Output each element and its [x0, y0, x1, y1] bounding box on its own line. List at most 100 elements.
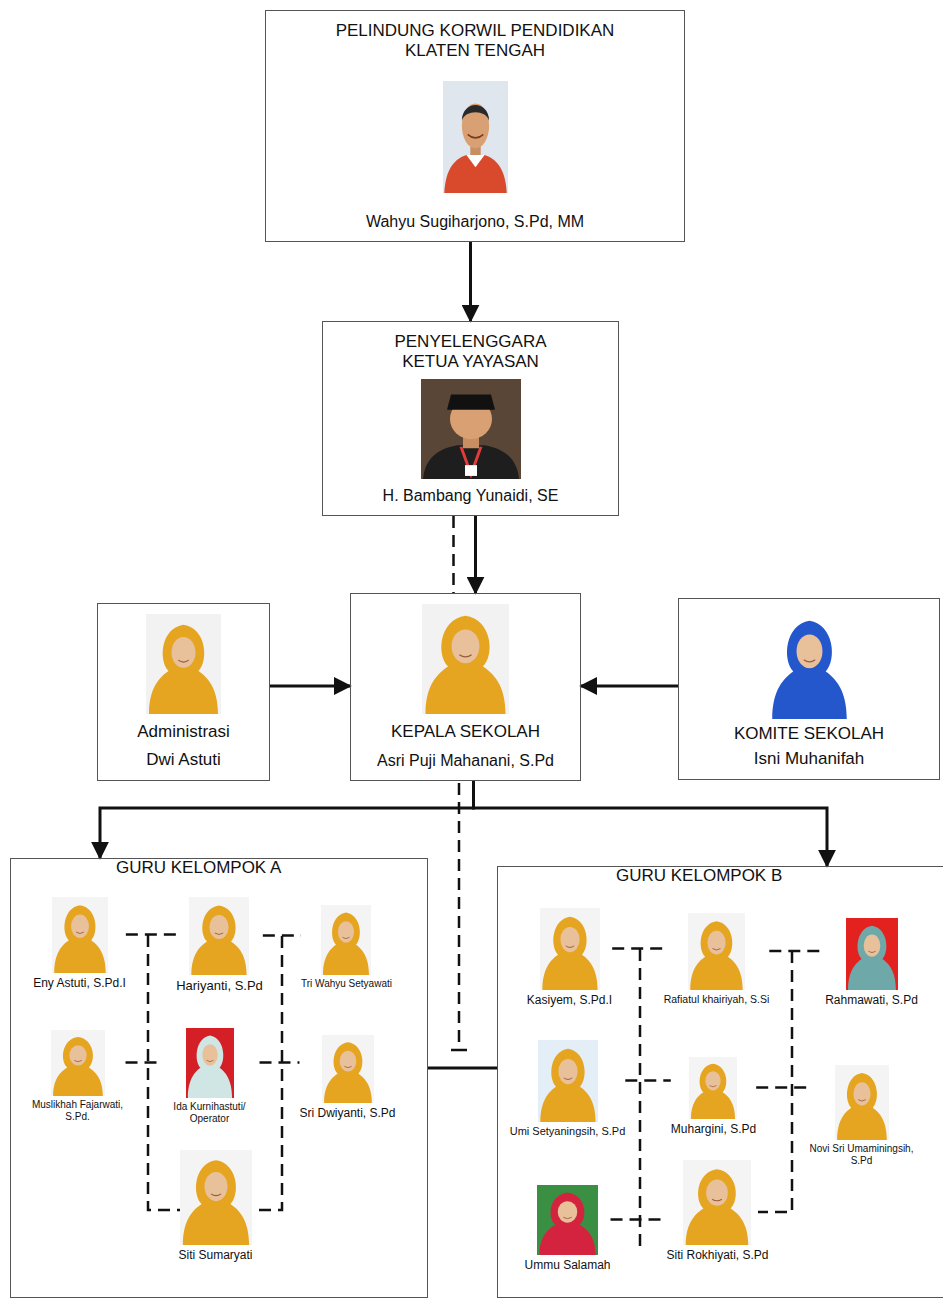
group-heading: GURU KELOMPOK A [116, 858, 281, 878]
portrait-photo [180, 1150, 252, 1245]
photo-background [683, 1160, 751, 1245]
photo-background [421, 379, 521, 479]
face [71, 914, 89, 937]
hijab [192, 905, 247, 975]
staff-name: Kasiyem, S.Pd.I [527, 993, 612, 1007]
dashed-link [126, 933, 176, 936]
portrait-photo [538, 1040, 598, 1122]
portrait-photo [688, 913, 745, 990]
org-box: KOMITE SEKOLAHIsni Muhanifah [678, 598, 940, 780]
connector-line [469, 242, 472, 321]
staff-name: Hariyanti, S.Pd [176, 978, 263, 994]
portrait-photo [321, 905, 371, 975]
org-box: PENYELENGGARA KETUA YAYASAN H. Bambang Yu… [322, 321, 619, 516]
smile [206, 1060, 213, 1061]
face [558, 1058, 577, 1083]
hijab [691, 1063, 735, 1118]
dashed-link [625, 1079, 671, 1082]
smile [565, 945, 573, 947]
face [204, 1171, 227, 1200]
dashed-bracket [250, 936, 282, 1210]
face [339, 1050, 356, 1071]
staff-member: Rafiatul khairiyah, S.Si [664, 913, 770, 1006]
role-heading: PENYELENGGARA KETUA YAYASAN [366, 332, 576, 373]
cap [447, 395, 495, 410]
photo-background [146, 614, 221, 714]
staff-name: Rahmawati, S.Pd [825, 993, 918, 1007]
hijab [539, 1192, 595, 1254]
smile [210, 1193, 220, 1195]
hijab [848, 925, 896, 989]
photo-background [846, 918, 898, 990]
staff-member: Kasiyem, S.Pd.I [527, 908, 612, 1007]
smile [344, 1066, 351, 1067]
portrait-photo [189, 897, 249, 975]
staff-member: Tri Wahyu Setyawati [301, 905, 392, 990]
dashed-bracket [639, 949, 642, 1252]
dashed-link [756, 1086, 806, 1089]
staff-member: Siti Rokhiyati, S.Pd [666, 1160, 768, 1262]
face [706, 1071, 721, 1090]
group-heading: GURU KELOMPOK B [616, 866, 782, 886]
connector-line [100, 781, 474, 858]
smile [74, 1060, 82, 1061]
face [863, 934, 880, 956]
connector-line [474, 516, 477, 593]
hijab [837, 1073, 887, 1140]
dashed-bracket [758, 951, 792, 1212]
portrait-photo [689, 1057, 737, 1119]
face [202, 1044, 217, 1066]
photo-background [540, 908, 600, 990]
staff-member: Siti Sumaryati [178, 1150, 252, 1262]
portrait-photo [443, 81, 508, 193]
hijab [324, 1042, 372, 1103]
photo-background [422, 604, 509, 714]
smile [803, 660, 814, 662]
hijab [686, 1169, 749, 1245]
photo-background [321, 905, 371, 975]
photo-background [322, 1035, 374, 1103]
photo-background [769, 609, 850, 719]
role-heading: KOMITE SEKOLAH [734, 724, 884, 744]
face [796, 634, 822, 668]
connector-line [270, 685, 350, 688]
person-name: Wahyu Sugiharjono, S.Pd, MM [366, 212, 584, 231]
photo-background [180, 1150, 252, 1245]
connector-line [581, 685, 678, 688]
staff-member: Umi Setyaningsih, S.Pd [510, 1040, 626, 1138]
hijab [772, 621, 847, 719]
group-panel: GURU KELOMPOK B Kasiyem, S.Pd.I Rafiatul k… [497, 866, 943, 1298]
dashed-link [612, 947, 663, 950]
portrait-photo [422, 604, 509, 714]
portrait-photo [540, 908, 600, 990]
photo-background [51, 1030, 105, 1096]
collar [466, 155, 484, 167]
hijab [187, 1035, 231, 1097]
face [560, 926, 579, 951]
face [172, 637, 196, 668]
connector-line [428, 1067, 497, 1070]
badge [465, 465, 477, 476]
staff-member: Novi Sri Umaminingsih, S.Pd [807, 1065, 917, 1167]
smile [712, 948, 720, 949]
dashed-link [769, 950, 825, 953]
hijab [690, 921, 742, 990]
connector-line [474, 781, 828, 866]
face [707, 930, 725, 954]
portrait-photo [537, 1185, 598, 1255]
person-name: Asri Puji Mahanani, S.Pd [377, 751, 554, 770]
dashed-link [260, 1061, 300, 1064]
person-name: H. Bambang Yunaidi, SE [383, 486, 559, 505]
hijab [425, 616, 505, 714]
portrait-photo [146, 614, 221, 714]
face [210, 915, 229, 939]
staff-member: Eny Astuti, S.Pd.I [33, 897, 126, 990]
photo-background [186, 1028, 234, 1098]
face [338, 921, 354, 943]
staff-member: Muslikhah Fajarwati, S.Pd. [30, 1030, 126, 1123]
shirt [444, 155, 506, 193]
face [452, 629, 480, 663]
dashed-link [452, 516, 455, 593]
staff-name: Muhargini, S.Pd [671, 1122, 756, 1136]
